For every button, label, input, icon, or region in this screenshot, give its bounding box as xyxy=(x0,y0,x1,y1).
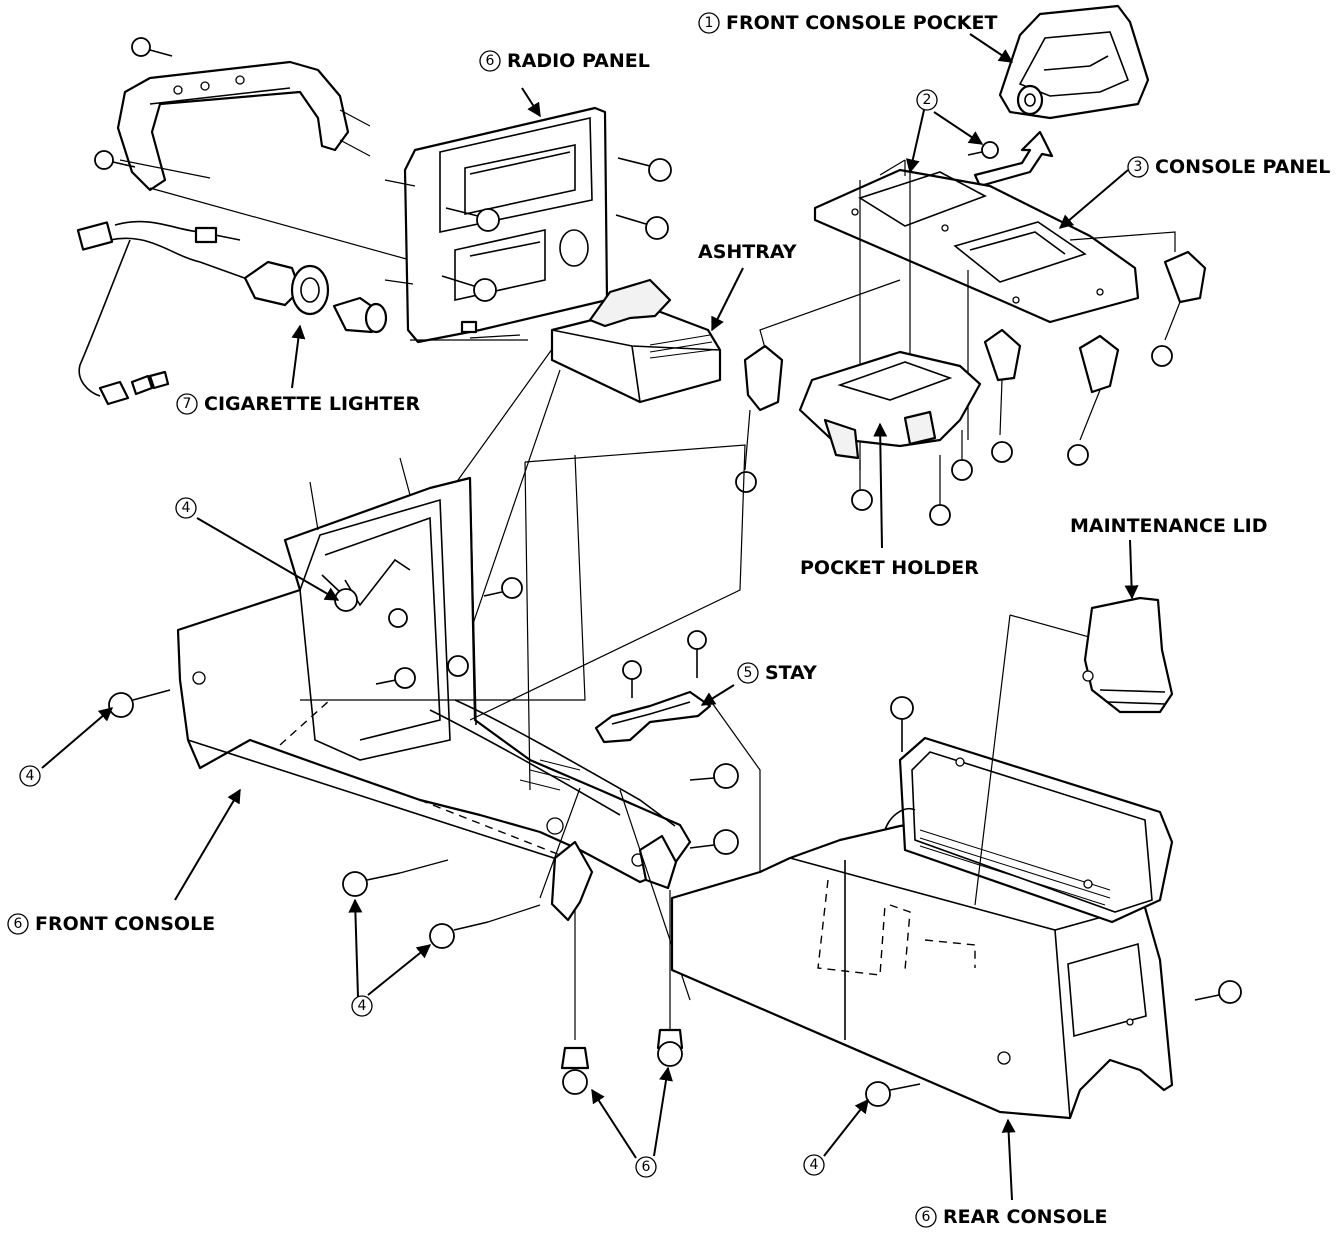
callout-4-bottom: 4 xyxy=(803,1154,825,1176)
svg-text:3: 3 xyxy=(1134,159,1143,175)
front-console-screw-icon xyxy=(689,763,739,789)
label-radio-panel: 6 RADIO PANEL xyxy=(479,50,650,72)
clip-screw-icon xyxy=(1151,345,1173,367)
cigarette-lighter-assembly xyxy=(76,220,388,406)
leader-lines xyxy=(41,33,1139,1201)
stay xyxy=(594,630,761,880)
ashtray xyxy=(439,278,722,721)
svg-text:4: 4 xyxy=(26,768,35,784)
label-front-console: 6 FRONT CONSOLE xyxy=(7,913,215,935)
svg-text:POCKET HOLDER: POCKET HOLDER xyxy=(800,557,979,579)
label-front-console-pocket: 1 FRONT CONSOLE POCKET xyxy=(698,12,997,34)
radio-screw-icon xyxy=(441,275,497,302)
svg-text:CONSOLE PANEL: CONSOLE PANEL xyxy=(1155,156,1330,178)
side-screw-icon xyxy=(429,904,541,949)
svg-text:ASHTRAY: ASHTRAY xyxy=(698,241,797,263)
label-stay: 5 STAY xyxy=(737,662,817,684)
callout-4-mid: 4 xyxy=(351,995,373,1017)
front-console-pocket xyxy=(973,4,1150,188)
push-clip-icon xyxy=(656,1028,684,1067)
front-console-screw-icon xyxy=(447,655,469,677)
clip-screw-icon xyxy=(735,471,757,493)
rear-console xyxy=(670,614,1242,1120)
stay-screw-icon xyxy=(687,630,707,678)
svg-text:STAY: STAY xyxy=(765,662,817,684)
svg-text:5: 5 xyxy=(744,665,753,681)
svg-text:2: 2 xyxy=(923,92,932,108)
stay-screw-icon xyxy=(622,660,642,698)
label-cigarette-lighter: 7 CIGARETTE LIGHTER xyxy=(176,393,420,415)
callout-4-left: 4 xyxy=(19,765,41,787)
svg-text:4: 4 xyxy=(182,500,191,516)
holder-screw-icon xyxy=(851,489,873,511)
callout-6-bottom: 6 xyxy=(635,1156,657,1178)
rear-console-screw-icon xyxy=(890,696,914,752)
svg-text:MAINTENANCE LID: MAINTENANCE LID xyxy=(1070,515,1268,537)
clip-screw-icon xyxy=(991,441,1013,463)
radio-panel xyxy=(299,106,672,701)
side-screw-icon xyxy=(108,689,171,718)
label-rear-console: 6 REAR CONSOLE xyxy=(915,1206,1107,1228)
svg-text:4: 4 xyxy=(810,1157,819,1173)
svg-text:6: 6 xyxy=(486,53,495,69)
bracket-screw-icon xyxy=(94,150,136,170)
callout-2: 2 xyxy=(916,89,938,111)
svg-text:4: 4 xyxy=(358,998,367,1014)
svg-text:6: 6 xyxy=(922,1209,931,1225)
callout-4-top: 4 xyxy=(175,497,197,519)
label-maintenance-lid: MAINTENANCE LID xyxy=(1070,515,1268,537)
bracket-screw-icon xyxy=(131,37,173,57)
panel-screw-icon xyxy=(967,141,999,159)
joint-plates xyxy=(539,787,691,1095)
svg-text:CIGARETTE LIGHTER: CIGARETTE LIGHTER xyxy=(204,393,420,415)
holder-screw-icon xyxy=(929,504,951,526)
svg-text:FRONT CONSOLE: FRONT CONSOLE xyxy=(35,913,215,935)
front-console-screw-icon xyxy=(483,577,523,599)
front-console-side-screws xyxy=(108,689,541,949)
pocket-holder xyxy=(798,350,982,526)
maintenance-lid xyxy=(1082,596,1174,714)
side-screw-icon xyxy=(342,859,449,897)
radio-bracket xyxy=(94,37,411,261)
front-console-screw-icon xyxy=(388,608,408,628)
label-pocket-holder: POCKET HOLDER xyxy=(800,557,979,579)
svg-text:FRONT CONSOLE POCKET: FRONT CONSOLE POCKET xyxy=(726,12,997,34)
svg-text:6: 6 xyxy=(642,1159,651,1175)
label-console-panel: 3 CONSOLE PANEL xyxy=(1127,156,1330,178)
svg-text:REAR CONSOLE: REAR CONSOLE xyxy=(943,1206,1107,1228)
svg-text:6: 6 xyxy=(14,916,23,932)
clip-screw-icon xyxy=(1067,444,1089,466)
front-console xyxy=(176,444,776,932)
console-panel-clips xyxy=(735,250,1207,493)
svg-text:7: 7 xyxy=(183,396,192,412)
holder-screw-icon xyxy=(951,459,973,481)
front-console-screw-icon xyxy=(375,667,416,689)
radio-screw-icon xyxy=(445,207,500,232)
rear-console-screw-icon xyxy=(865,1081,921,1107)
radio-screw-icon xyxy=(615,214,669,240)
push-clip-icon xyxy=(560,1046,590,1095)
rear-console-screw-icon xyxy=(1194,980,1242,1004)
svg-text:RADIO PANEL: RADIO PANEL xyxy=(507,50,650,72)
console-panel xyxy=(813,141,1176,470)
radio-screw-icon xyxy=(617,157,672,182)
svg-text:1: 1 xyxy=(705,15,714,31)
front-console-screw-icon xyxy=(689,829,739,855)
label-ashtray: ASHTRAY xyxy=(698,241,797,263)
